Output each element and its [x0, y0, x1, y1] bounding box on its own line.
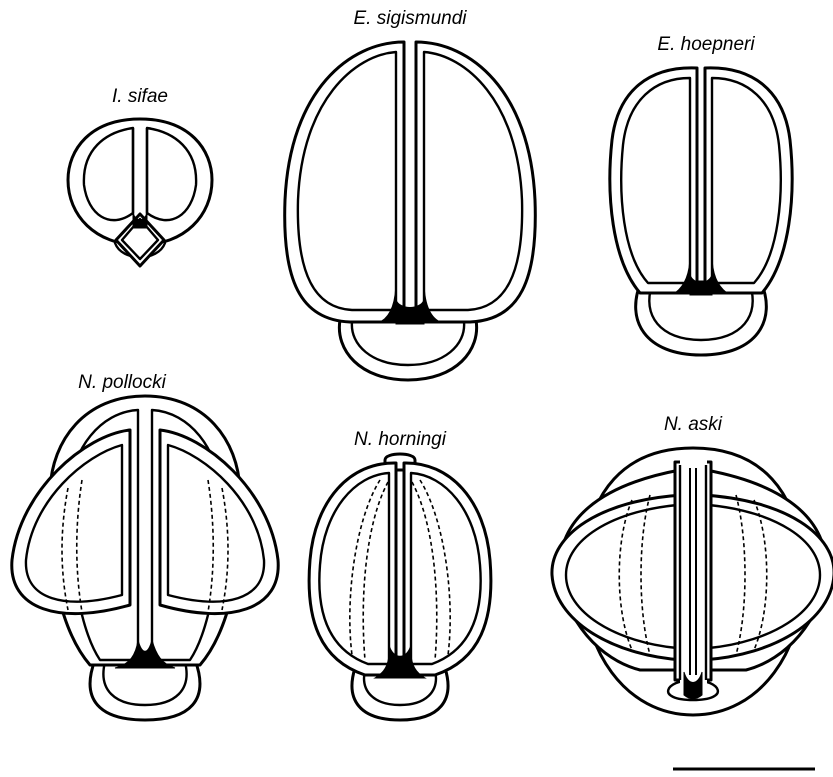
specimen-e-hoepneri: E. hoepneri	[610, 34, 792, 355]
specimen-n-horningi: N. horningi	[309, 429, 491, 720]
specimen-label-n-aski: N. aski	[664, 414, 723, 435]
i-sifae-drawing	[68, 119, 212, 266]
n-horningi-drawing	[309, 454, 491, 720]
n-aski-drawing	[552, 448, 833, 715]
specimen-label-i-sifae: I. sifae	[112, 86, 168, 107]
specimen-n-pollocki: N. pollocki	[12, 372, 278, 720]
specimen-label-n-horningi: N. horningi	[354, 429, 447, 450]
specimen-label-e-sigismundi: E. sigismundi	[354, 8, 468, 29]
e-hoepneri-drawing	[610, 68, 792, 355]
specimen-n-aski: N. aski	[552, 414, 833, 715]
specimen-label-e-hoepneri: E. hoepneri	[657, 34, 755, 55]
e-sigismundi-drawing	[285, 42, 536, 380]
specimen-e-sigismundi: E. sigismundi	[285, 8, 536, 380]
specimen-label-n-pollocki: N. pollocki	[78, 372, 166, 393]
specimen-i-sifae: I. sifae	[68, 86, 212, 266]
n-pollocki-drawing	[12, 396, 278, 720]
